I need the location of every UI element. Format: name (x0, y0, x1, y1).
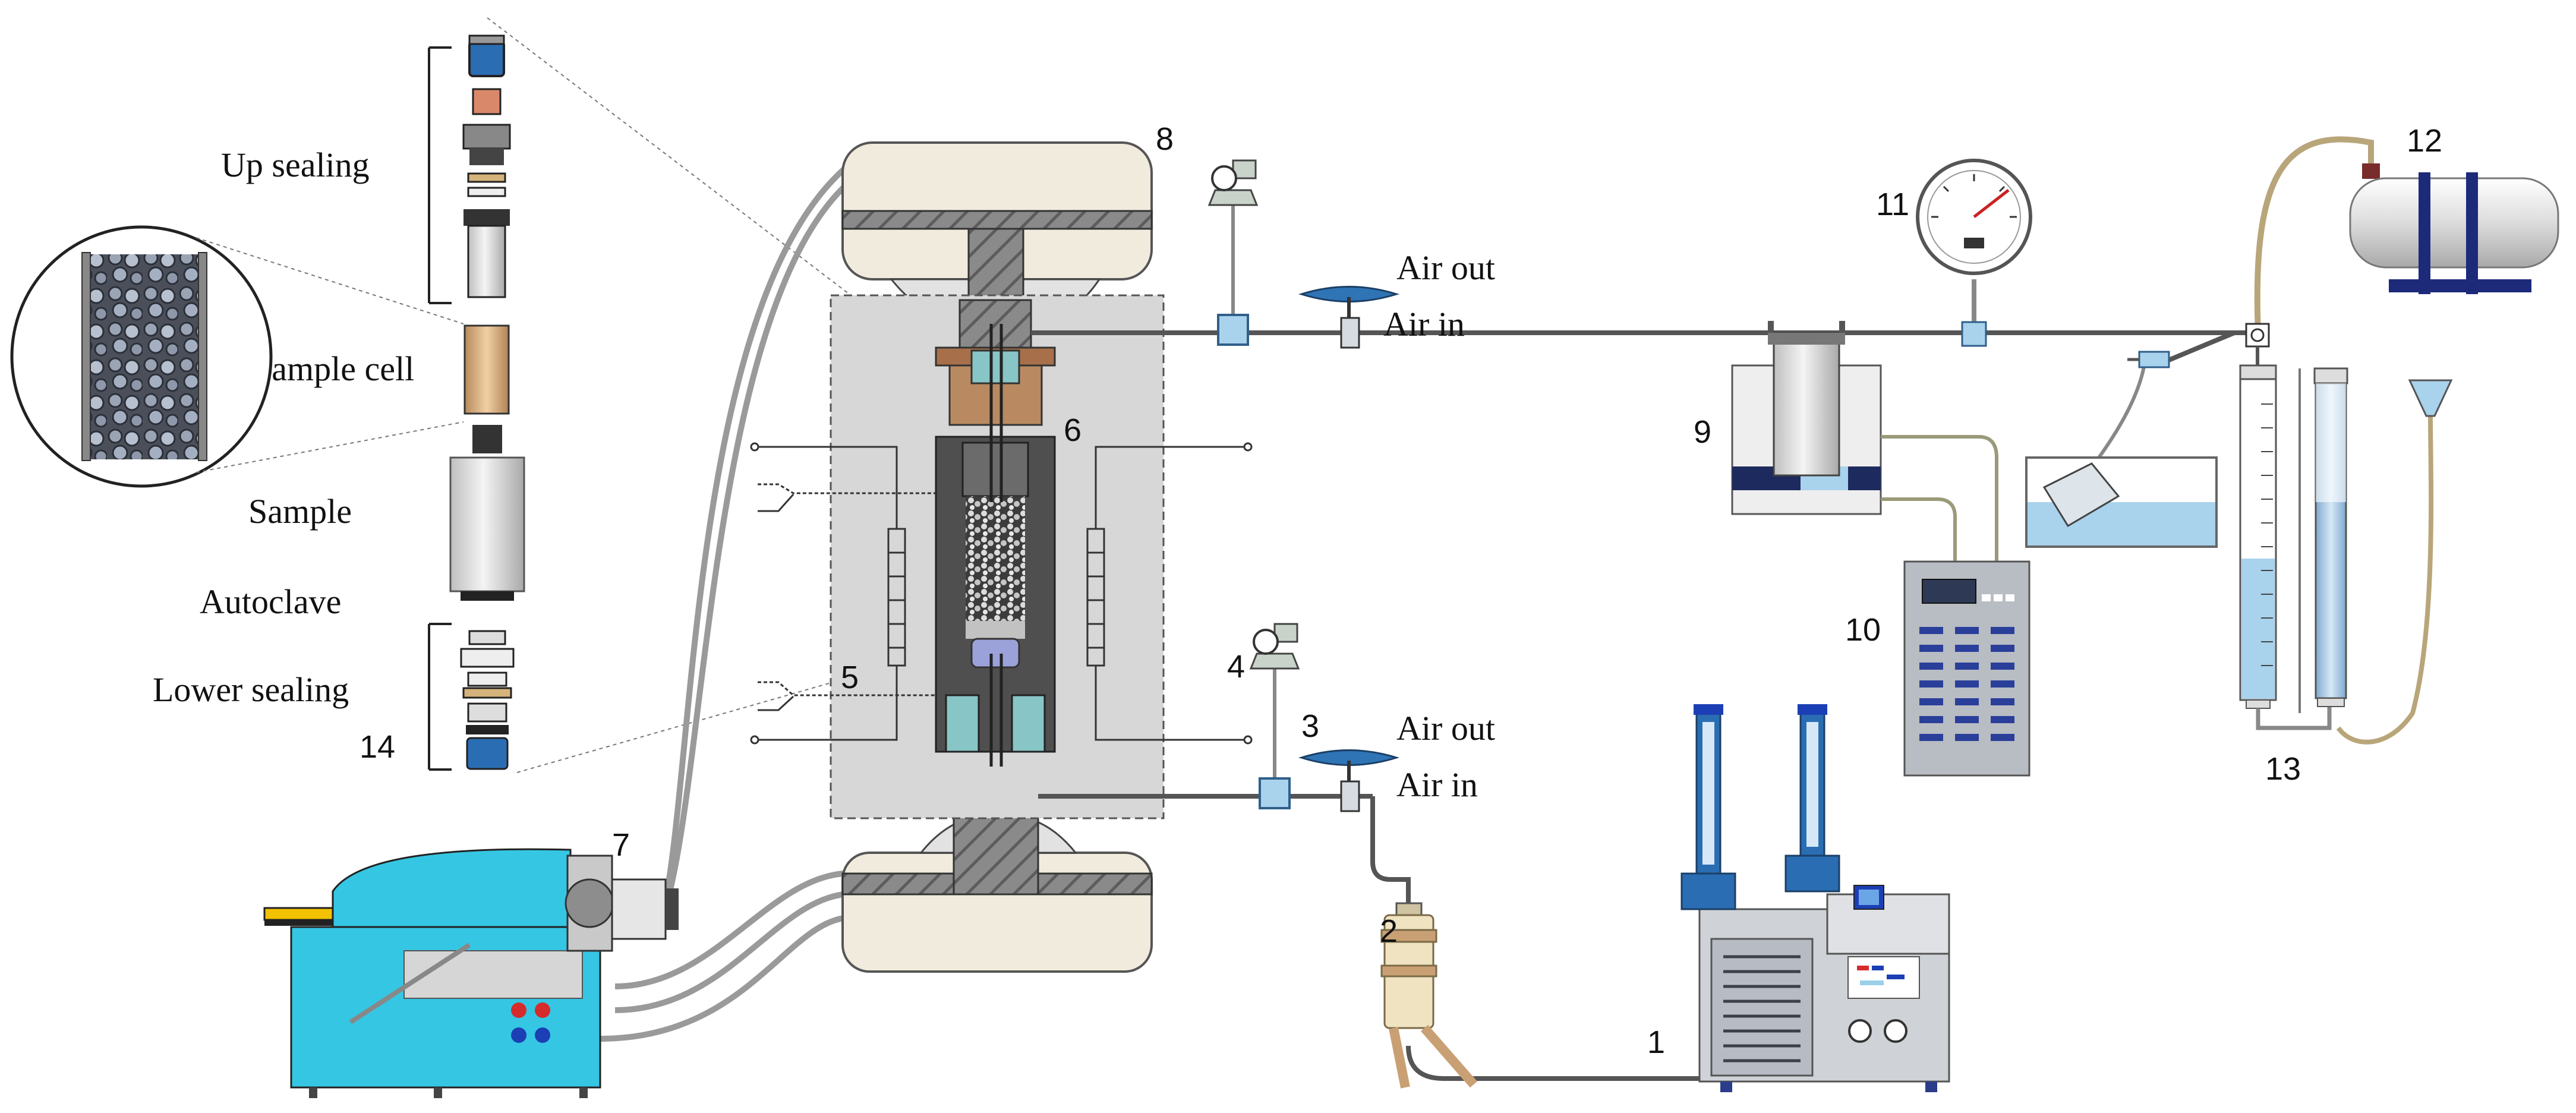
hydraulic-press-unit (263, 848, 679, 1098)
gas-buffer-tank (1380, 902, 1478, 1089)
sample-cell-label: Sample cell (253, 349, 414, 388)
up-sealing-label: Up sealing (221, 146, 370, 184)
label-7: 7 (612, 827, 630, 863)
pressure-sensor-bottom (1249, 623, 1300, 809)
label-3: 3 (1301, 708, 1319, 744)
valve-top (1298, 286, 1400, 349)
label-11: 11 (1876, 187, 1909, 222)
pressure-sensor-top (1207, 159, 1259, 346)
label-12: 12 (2407, 123, 2442, 159)
gas-supply-unit (1680, 704, 1950, 1092)
temperature-controller (1903, 560, 2030, 777)
label-14: 14 (360, 729, 395, 765)
heater-elements (758, 446, 1245, 741)
sample-magnified-view (10, 225, 273, 488)
label-5: 5 (841, 660, 859, 695)
three-way-valve (2245, 323, 2270, 348)
sample-label: Sample (248, 492, 352, 531)
label-4: 4 (1227, 649, 1245, 685)
water-trough (2025, 351, 2218, 548)
terminal-dots (750, 442, 1253, 745)
label-2: 2 (1380, 913, 1398, 949)
vacuum-pump (2254, 136, 2559, 333)
gas-lines (1031, 330, 2252, 1081)
air-in-label-bottom: Air in (1396, 765, 1478, 804)
lower-sealing-label: Lower sealing (153, 670, 349, 709)
air-out-label-bottom: Air out (1396, 709, 1495, 748)
label-10: 10 (1845, 612, 1881, 648)
autoclave-part (449, 456, 525, 601)
air-in-label-top: Air in (1383, 305, 1465, 343)
exploded-view: Up sealing Sample cell Sample Autoclave (10, 17, 975, 773)
pressure-gauge (1916, 159, 2032, 347)
air-out-label-top: Air out (1396, 248, 1495, 287)
core-holder (935, 299, 1056, 767)
gas-reservoir-bath (1731, 321, 1882, 515)
lower-sealing-bracket (428, 623, 452, 771)
label-1: 1 (1647, 1024, 1665, 1060)
coolant-hoses (1881, 435, 1998, 562)
label-6: 6 (1064, 412, 1082, 448)
lower-sealing-parts (460, 630, 515, 770)
thermocouple-wires (758, 483, 936, 711)
burette-system (2239, 346, 2453, 745)
hydraulic-hoses (600, 167, 846, 1042)
label-9: 9 (1694, 414, 1711, 450)
label-13: 13 (2265, 751, 2301, 787)
autoclave-label: Autoclave (200, 582, 341, 621)
sample-cell-part (464, 324, 510, 415)
sample-part (472, 425, 502, 453)
label-8: 8 (1156, 121, 1174, 157)
up-sealing-parts (462, 34, 511, 298)
up-sealing-bracket (428, 46, 452, 304)
valve-bottom (1298, 749, 1400, 812)
